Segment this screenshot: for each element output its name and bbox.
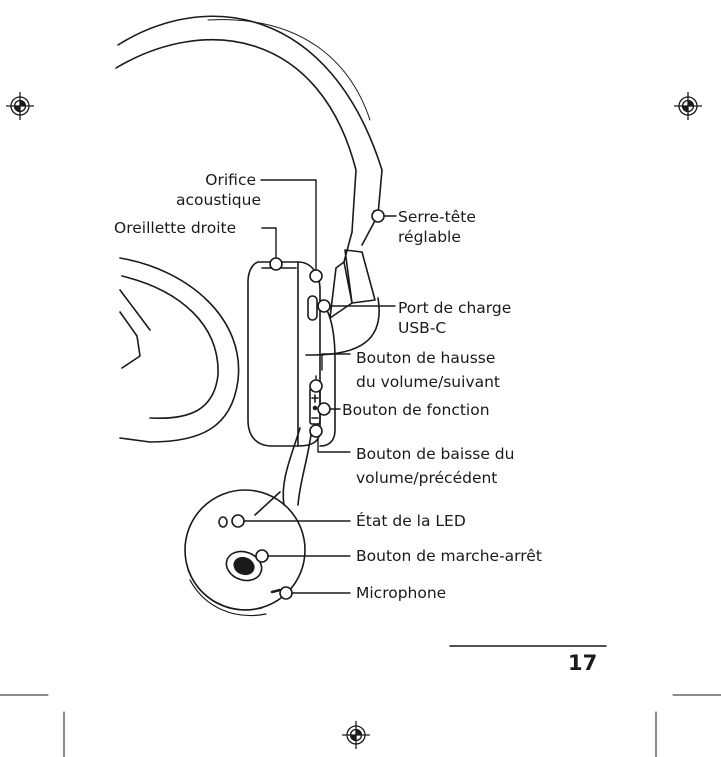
label-bouton-hausse: Bouton de hausse du volume/suivant — [356, 349, 501, 391]
registration-mark-icon — [6, 92, 702, 749]
label-orifice-acoustique: Orifice acoustique — [176, 171, 261, 209]
yoke — [305, 297, 380, 356]
usb-c-port — [307, 295, 318, 321]
label-bouton-fonction: Bouton de fonction — [342, 401, 490, 419]
label-microphone: Microphone — [356, 584, 447, 602]
page-number: 17 — [568, 651, 598, 675]
leader-lines — [243, 179, 397, 594]
label-serre-tete: Serre-tête réglable — [398, 208, 476, 246]
label-etat-led: État de la LED — [356, 512, 466, 530]
label-bouton-baisse: Bouton de baisse du volume/précédent — [356, 445, 515, 487]
label-port-charge: Port de charge USB-C — [398, 299, 512, 337]
cable — [254, 427, 313, 516]
label-bouton-marche-arret: Bouton de marche-arrêt — [356, 547, 542, 565]
label-oreillette-droite: Oreillette droite — [114, 219, 237, 237]
crop-mark-icon — [0, 694, 721, 757]
headband-slider — [329, 249, 376, 319]
callout-circles — [231, 209, 385, 600]
left-ear-cup — [119, 257, 240, 443]
control-pod — [184, 489, 306, 617]
